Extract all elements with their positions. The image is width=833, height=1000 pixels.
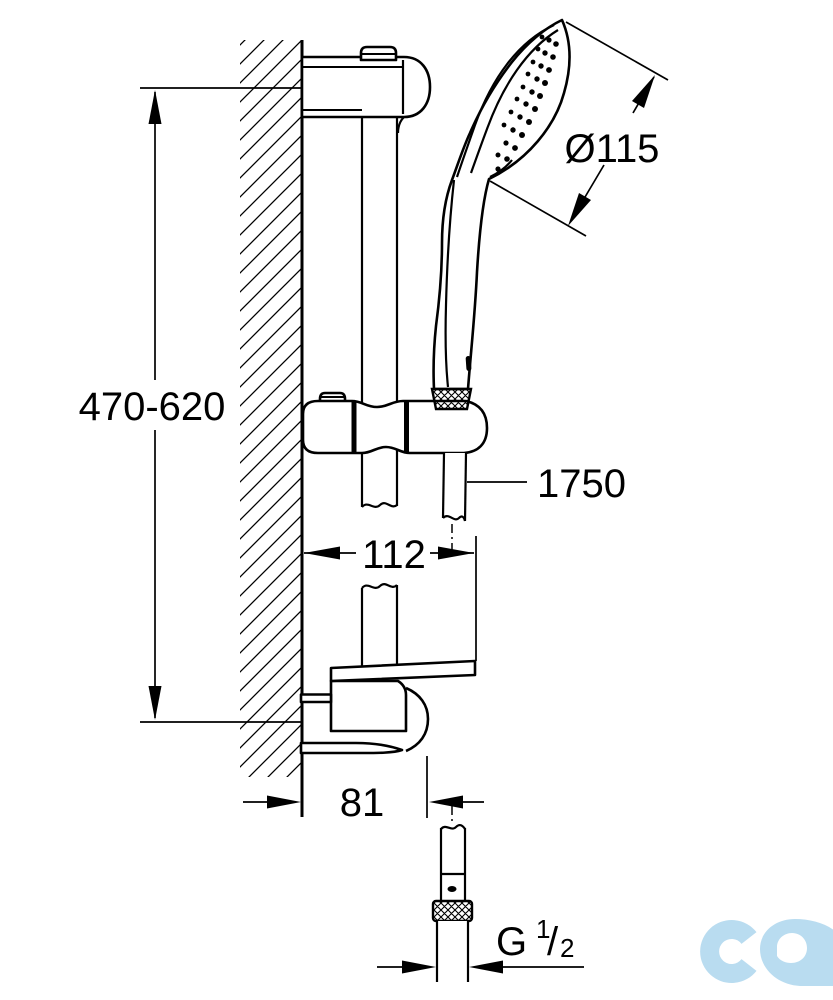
dim-thread-size: G 1 / 2 — [377, 914, 584, 974]
spray-face-dots — [495, 34, 559, 172]
watermark-c-shape — [700, 920, 757, 983]
hose-connector — [431, 823, 474, 982]
hose-nut-knurled — [430, 387, 473, 411]
connector-detail-dot — [447, 886, 457, 892]
dim-head-diameter: Ø115 — [489, 21, 669, 237]
wall-offset-112-label: 112 — [362, 533, 426, 577]
shower-hose-lower — [435, 921, 470, 982]
handle-mode-mark — [465, 355, 472, 371]
slider-holder — [301, 387, 489, 455]
dim-wall-offset-112: 112 — [304, 524, 477, 661]
hose-length-label: 1750 — [537, 462, 626, 506]
dim-rail-height: 470-620 — [79, 87, 302, 723]
wall-offset-81-label: 81 — [340, 781, 385, 825]
dim-hose-length: 1750 — [467, 462, 626, 506]
top-wall-bracket — [300, 45, 432, 134]
shower-hose-upper — [441, 452, 468, 522]
head-diameter-label: Ø115 — [565, 127, 660, 171]
rail-height-label: 470-620 — [79, 385, 226, 429]
connector-nut-knurled — [431, 899, 474, 923]
watermark-logo — [700, 919, 833, 986]
bottom-wall-bracket — [299, 659, 477, 755]
hand-shower-handle-inner-line — [444, 179, 456, 388]
soap-dish — [329, 659, 477, 683]
shower-head — [432, 18, 571, 391]
thread-size-label: G 1 / 2 — [496, 914, 574, 964]
watermark-d-shape — [760, 919, 833, 986]
shower-rail-lower — [360, 583, 399, 671]
dim-wall-offset-81: 81 — [243, 756, 484, 825]
wall-hatching — [240, 40, 302, 777]
